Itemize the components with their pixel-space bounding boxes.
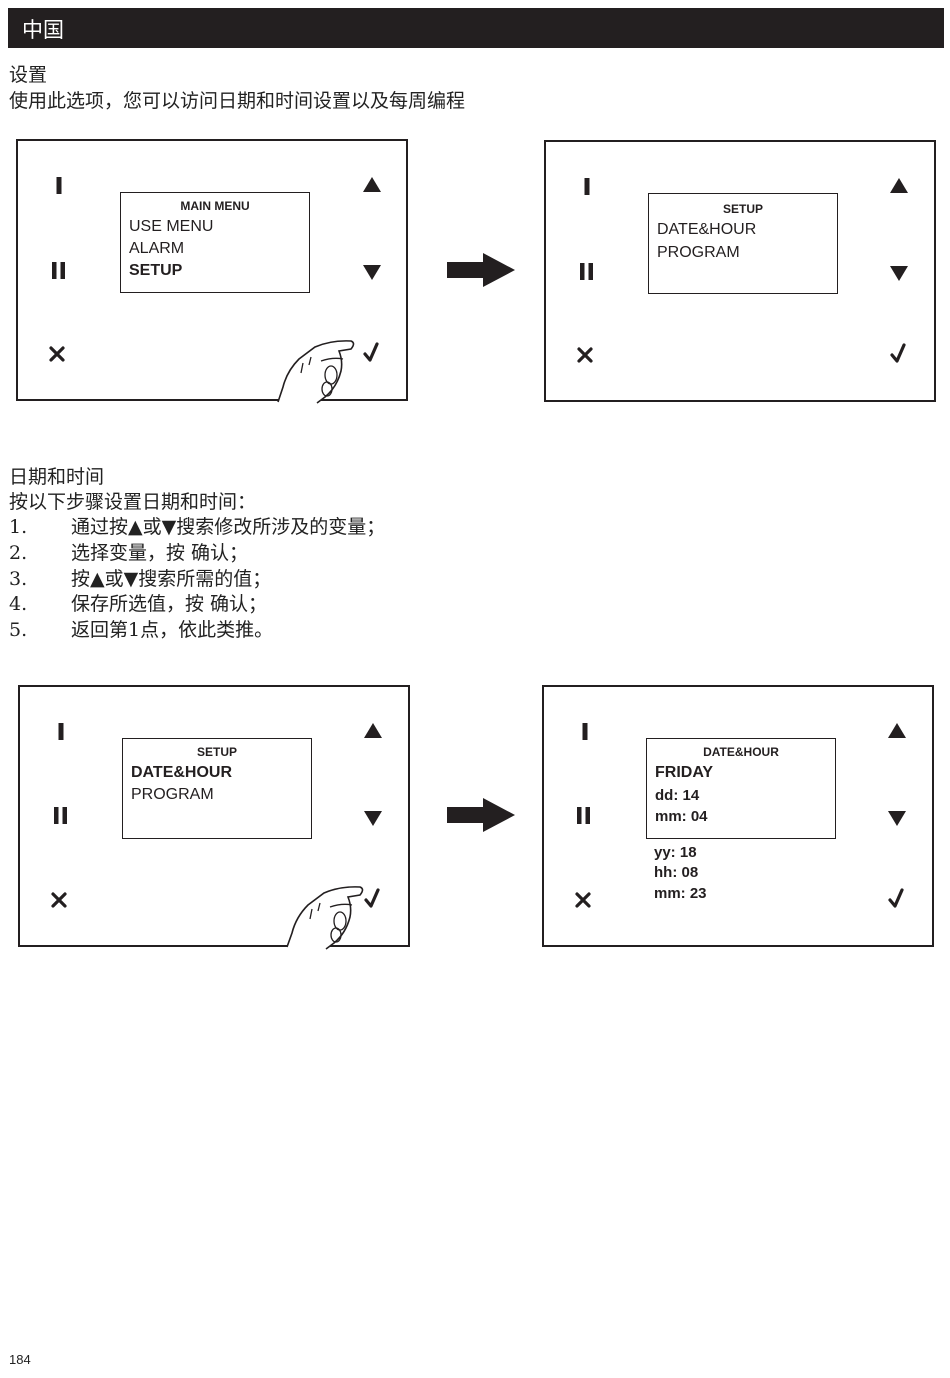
device-panel-setup-selected: SETUP DATE&HOUR PROGRAM — [18, 685, 410, 950]
device-panel-main-menu: MAIN MENU USE MENU ALARM SETUP — [16, 139, 408, 404]
button-i-icon[interactable] — [580, 722, 590, 742]
screen-title: SETUP — [722, 202, 763, 216]
up-arrow-icon[interactable] — [888, 177, 910, 195]
check-icon[interactable] — [889, 343, 907, 365]
lcd-screen: DATE&HOUR FRIDAY dd: 14 mm: 04 — [646, 738, 836, 839]
step-number: 4. — [9, 593, 28, 615]
screen-title: MAIN MENU — [180, 199, 250, 213]
date-section-intro: 按以下步骤设置日期和时间： — [9, 491, 257, 513]
button-i-icon[interactable] — [54, 176, 64, 196]
cross-icon[interactable] — [51, 892, 67, 908]
down-arrow-icon[interactable] — [886, 809, 908, 827]
step-text: 通过按▲或▼搜索修改所涉及的变量； — [71, 516, 386, 538]
menu-item-use-menu[interactable]: USE MENU — [129, 218, 214, 235]
menu-item-date-hour[interactable]: DATE&HOUR — [657, 221, 757, 238]
device-panel-setup: SETUP DATE&HOUR PROGRAM — [544, 140, 936, 402]
check-icon[interactable] — [363, 888, 381, 910]
lcd-screen: SETUP DATE&HOUR PROGRAM — [648, 193, 838, 294]
button-ii-icon[interactable] — [51, 261, 67, 281]
check-icon[interactable] — [362, 342, 380, 364]
step-number: 3. — [9, 568, 28, 590]
day-value: dd: 14 — [655, 787, 700, 804]
arrow-right-icon — [447, 798, 515, 832]
up-arrow-icon[interactable] — [361, 176, 383, 194]
lcd-screen: SETUP DATE&HOUR PROGRAM — [122, 738, 312, 839]
button-i-icon[interactable] — [56, 722, 66, 742]
down-arrow-icon[interactable] — [888, 264, 910, 282]
hand-icon — [277, 340, 355, 404]
button-ii-icon[interactable] — [53, 806, 69, 826]
check-icon[interactable] — [887, 888, 905, 910]
button-ii-icon[interactable] — [579, 262, 595, 282]
arrow-right-icon — [447, 253, 515, 287]
hand-icon — [286, 886, 364, 950]
screen-title: DATE&HOUR — [703, 745, 779, 759]
cross-icon[interactable] — [575, 892, 591, 908]
setup-description: 使用此选项，您可以访问日期和时间设置以及每周编程 — [9, 90, 466, 112]
screen-title: SETUP — [196, 745, 237, 759]
menu-item-setup[interactable]: SETUP — [129, 262, 183, 279]
menu-item-program[interactable]: PROGRAM — [131, 786, 214, 803]
header-bar: 中国 — [8, 8, 944, 48]
step-text: 返回第1点，依此类推。 — [71, 619, 274, 641]
button-i-icon[interactable] — [582, 177, 592, 197]
down-arrow-icon[interactable] — [361, 263, 383, 281]
setup-heading: 设置 — [9, 64, 48, 86]
date-section-heading: 日期和时间 — [9, 466, 105, 488]
lcd-screen: MAIN MENU USE MENU ALARM SETUP — [120, 192, 310, 293]
up-arrow-icon[interactable] — [886, 722, 908, 740]
down-arrow-icon[interactable] — [362, 809, 384, 827]
step-text: 按▲或▼搜索所需的值； — [71, 568, 272, 590]
weekday-value: FRIDAY — [655, 764, 714, 781]
header-title: 中国 — [22, 18, 64, 42]
month-value: mm: 04 — [655, 808, 708, 825]
step-text: 保存所选值，按 确认； — [71, 593, 268, 615]
menu-item-date-hour[interactable]: DATE&HOUR — [131, 764, 233, 781]
menu-item-program[interactable]: PROGRAM — [657, 244, 740, 261]
step-text: 选择变量，按 确认； — [71, 542, 249, 564]
step-number: 5. — [9, 619, 28, 641]
year-value: yy: 18 — [654, 844, 697, 861]
up-arrow-icon[interactable] — [362, 722, 384, 740]
cross-icon[interactable] — [49, 346, 65, 362]
step-number: 2. — [9, 542, 28, 564]
hour-value: hh: 08 — [654, 864, 699, 881]
device-panel-date-hour: DATE&HOUR FRIDAY dd: 14 mm: 04 yy: 18 hh… — [542, 685, 934, 947]
minute-value: mm: 23 — [654, 885, 707, 902]
cross-icon[interactable] — [577, 347, 593, 363]
step-number: 1. — [9, 516, 28, 538]
menu-item-alarm[interactable]: ALARM — [129, 240, 185, 257]
button-ii-icon[interactable] — [576, 806, 592, 826]
page-number: 184 — [9, 1352, 31, 1367]
